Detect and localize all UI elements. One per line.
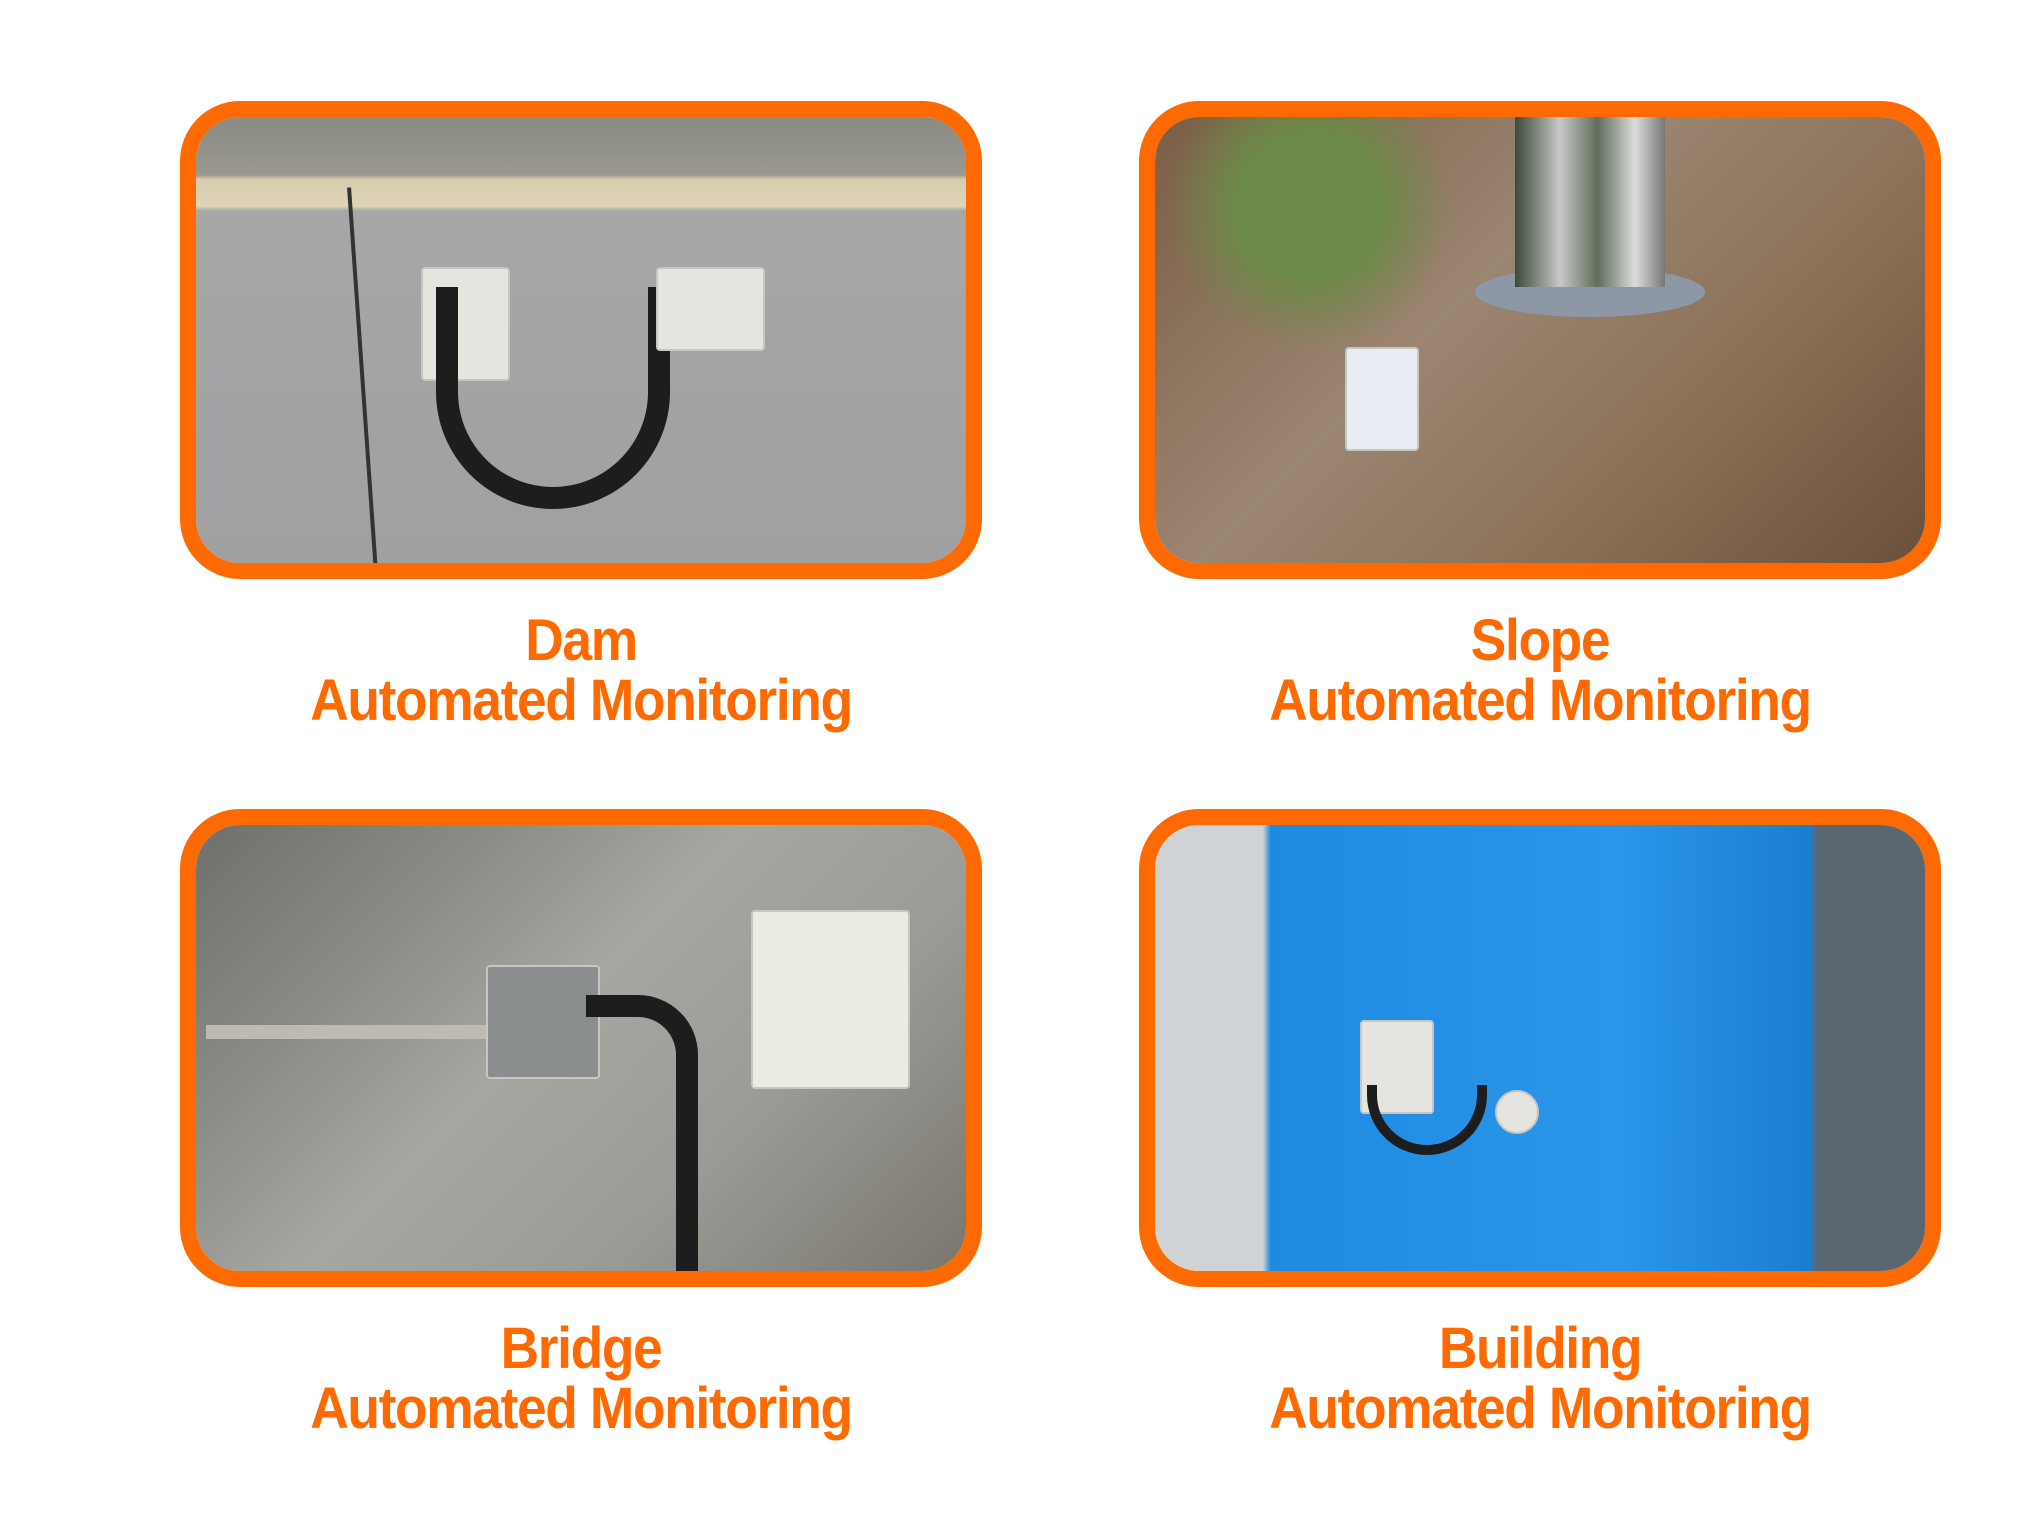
- photo-frame: [180, 809, 982, 1287]
- sensor-box: [1345, 347, 1419, 451]
- card-bridge: Bridge Automated Monitoring: [180, 809, 982, 1439]
- slope-photo: [1155, 117, 1925, 563]
- junction-box: [656, 267, 765, 351]
- photo-frame: [1139, 101, 1941, 579]
- cable-hose: [586, 995, 698, 1271]
- displacement-rod: [206, 1025, 506, 1039]
- card-subtitle: Automated Monitoring: [1269, 668, 1812, 733]
- rain-gauge: [1515, 117, 1665, 287]
- card-caption: Slope Automated Monitoring: [1171, 611, 1909, 731]
- card-dam: Dam Automated Monitoring: [180, 101, 982, 731]
- card-subtitle: Automated Monitoring: [310, 668, 853, 733]
- bridge-photo: [196, 825, 966, 1271]
- card-caption: Bridge Automated Monitoring: [212, 1319, 950, 1439]
- card-subtitle: Automated Monitoring: [1269, 1376, 1812, 1441]
- card-subtitle: Automated Monitoring: [310, 1376, 853, 1441]
- tilt-sensor: [1495, 1090, 1539, 1134]
- card-building: Building Automated Monitoring: [1139, 809, 1941, 1439]
- card-title: Building: [1438, 1316, 1643, 1381]
- cable-hose: [436, 287, 670, 509]
- card-title: Bridge: [500, 1316, 663, 1381]
- card-title: Dam: [525, 608, 638, 673]
- card-caption: Building Automated Monitoring: [1171, 1319, 1909, 1439]
- photo-frame: [1139, 809, 1941, 1287]
- dam-photo: [196, 117, 966, 563]
- photo-frame: [180, 101, 982, 579]
- sensor-box: [486, 965, 600, 1079]
- logger-box: [751, 910, 910, 1089]
- card-slope: Slope Automated Monitoring: [1139, 101, 1941, 731]
- card-title: Slope: [1470, 608, 1611, 673]
- cable-hose: [1367, 1085, 1487, 1155]
- wall-crack: [347, 187, 379, 563]
- card-caption: Dam Automated Monitoring: [212, 611, 950, 731]
- building-photo: [1155, 825, 1925, 1271]
